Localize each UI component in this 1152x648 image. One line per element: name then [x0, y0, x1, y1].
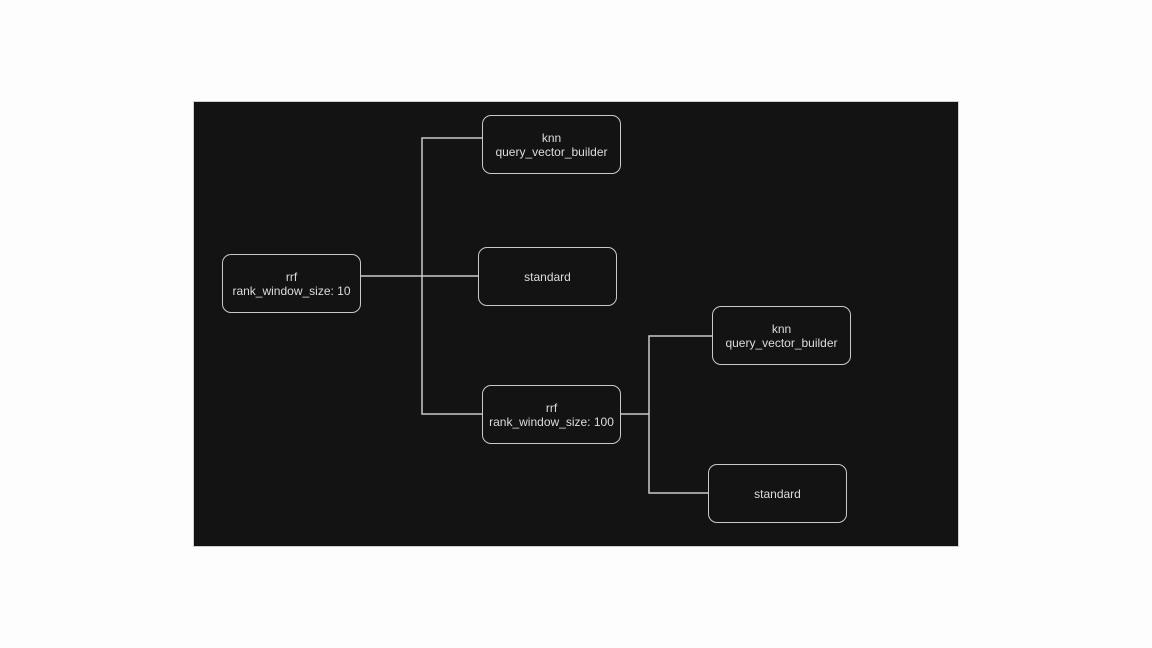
node-type-label: standard: [524, 269, 571, 284]
node-type-label: standard: [754, 486, 801, 501]
node-param-label: rank_window_size: 10: [232, 283, 351, 298]
node-standard-1[interactable]: standard: [478, 247, 617, 306]
node-type-label: rrf: [545, 400, 558, 415]
node-type-label: knn: [771, 321, 792, 336]
node-root-rrf[interactable]: rrf rank_window_size: 10: [222, 254, 361, 313]
node-knn-2[interactable]: knn query_vector_builder: [712, 306, 851, 365]
node-standard-2[interactable]: standard: [708, 464, 847, 523]
node-param-label: rank_window_size: 100: [489, 414, 614, 429]
node-param-label: query_vector_builder: [495, 144, 608, 159]
node-rrf-2[interactable]: rrf rank_window_size: 100: [482, 385, 621, 444]
node-knn-1[interactable]: knn query_vector_builder: [482, 115, 621, 174]
node-type-label: rrf: [285, 269, 298, 284]
node-type-label: knn: [541, 130, 562, 145]
node-param-label: query_vector_builder: [725, 335, 838, 350]
